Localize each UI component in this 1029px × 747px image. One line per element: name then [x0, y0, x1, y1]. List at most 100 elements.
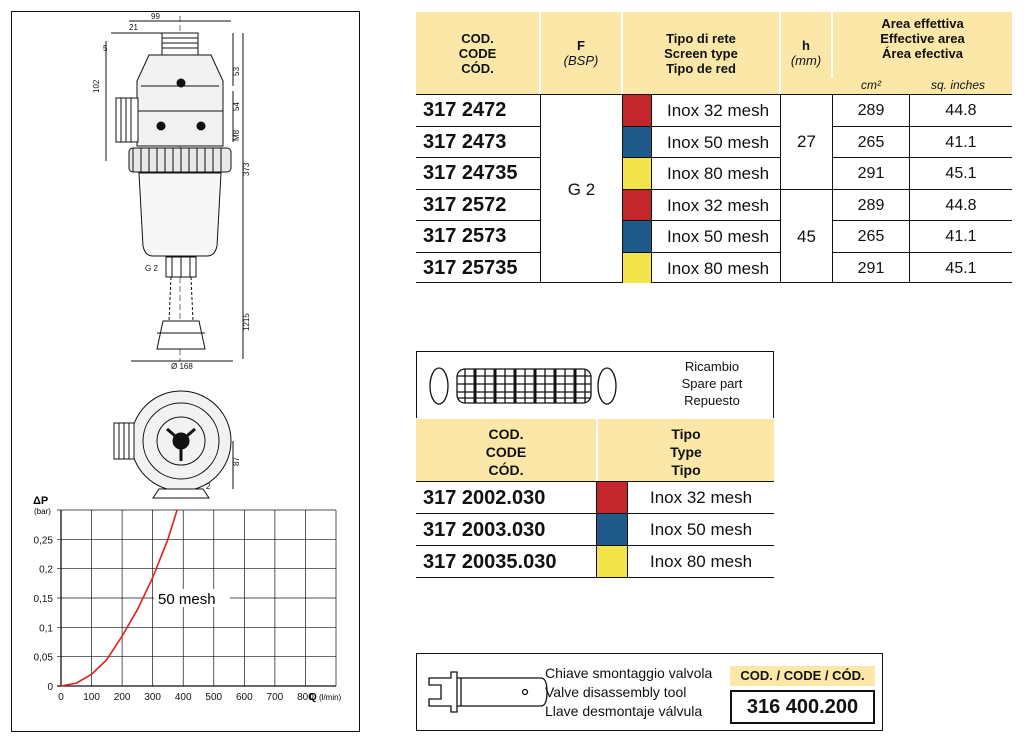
technical-drawing-panel	[11, 11, 360, 732]
row-screen-type: Inox 50 mesh	[652, 220, 780, 252]
row-area-cm2: 289	[832, 94, 909, 126]
dim-label-m8: M8	[232, 129, 241, 141]
chart-y-tick-label: 0,1	[39, 623, 53, 634]
row-screen-type: Inox 80 mesh	[652, 251, 780, 284]
chart-y-tick-label: 0,05	[34, 653, 54, 664]
dim-label-2: 2	[206, 482, 211, 491]
dim-label-99: 99	[151, 12, 160, 21]
row-code: 317 2473	[416, 125, 540, 158]
row-area-sqin: 45.1	[909, 251, 1012, 283]
f-thread-value: G 2	[540, 94, 622, 283]
row-color-swatch	[622, 220, 652, 252]
header-cm2: cm²	[861, 78, 881, 92]
chart-x-tick-label: 400	[175, 692, 192, 703]
chart-annotation-bg	[154, 589, 230, 607]
spare-row-code: 317 2003.030	[416, 513, 596, 545]
header-sq-inches: sq. inches	[931, 78, 986, 92]
chart-x-tick-label: 700	[267, 692, 284, 703]
tool-code: 316 400.200	[730, 690, 875, 724]
dim-label-1215: 1215	[242, 313, 251, 331]
dim-label-21: 21	[129, 23, 138, 32]
chart-y-tick-label: 0,15	[34, 594, 54, 605]
spare-row-code: 317 20035.030	[416, 545, 596, 577]
h-value: 45	[780, 188, 832, 283]
row-code: 317 2472	[416, 94, 540, 126]
spare-screen-cartridge-image	[429, 367, 617, 405]
dim-label-5: 5	[103, 44, 108, 53]
h-value: 27	[780, 94, 832, 189]
row-screen-type: Inox 50 mesh	[652, 125, 780, 158]
dim-label-53: 53	[232, 67, 241, 76]
chart-x-tick-label: 800	[297, 692, 314, 703]
filter-drawing: 99 21 5 102 53 54 M8 373 G 2 1215 Ø 168 …	[92, 12, 251, 499]
row-area-cm2: 265	[832, 220, 909, 252]
row-color-swatch	[622, 94, 652, 126]
spare-row-code: 317 2002.030	[416, 481, 596, 513]
header-h: h(mm)	[780, 12, 833, 94]
chart-x-tick-label: 600	[236, 692, 253, 703]
row-area-sqin: 41.1	[909, 220, 1012, 252]
chart-series-line	[60, 509, 178, 687]
row-area-sqin: 45.1	[909, 157, 1012, 189]
row-code: 317 2572	[416, 188, 540, 221]
chart-x-tick-label: 100	[83, 692, 100, 703]
spare-row-color-swatch	[596, 513, 628, 545]
spare-row-color-swatch	[596, 481, 628, 513]
row-color-swatch	[622, 157, 652, 189]
chart-x-label: Q	[309, 692, 317, 703]
row-color-swatch	[622, 251, 652, 283]
chart-y-unit: (bar)	[34, 507, 51, 516]
row-code: 317 2573	[416, 220, 540, 252]
chart-x-tick-label: 0	[58, 692, 64, 703]
chart-y-tick-label: 0,2	[39, 565, 53, 576]
row-code: 317 24735	[416, 157, 540, 189]
row-area-cm2: 291	[832, 251, 909, 283]
spare-row-color-swatch	[596, 545, 628, 577]
spare-row-type: Inox 50 mesh	[628, 513, 774, 545]
row-screen-type: Inox 80 mesh	[652, 157, 780, 189]
valve-tool-image	[428, 671, 548, 713]
chart-y-tick-label: 0	[47, 682, 53, 693]
dim-label-g2: G 2	[145, 264, 158, 273]
row-code: 317 25735	[416, 251, 540, 284]
row-area-sqin: 41.1	[909, 125, 1012, 157]
dim-label-168: Ø 168	[171, 362, 193, 371]
chart-y-tick-label: 0,25	[34, 535, 54, 546]
row-area-cm2: 289	[832, 188, 909, 220]
tool-code-label: COD. / CODE / CÓD.	[730, 666, 875, 686]
row-area-sqin: 44.8	[909, 188, 1012, 220]
chart-grid	[57, 509, 337, 687]
row-area-sqin: 44.8	[909, 94, 1012, 126]
dim-label-54: 54	[232, 102, 241, 111]
dim-label-373: 373	[242, 162, 251, 176]
row-area-cm2: 265	[832, 125, 909, 157]
chart-x-tick-label: 200	[114, 692, 131, 703]
row-screen-type: Inox 32 mesh	[652, 94, 780, 126]
spare-row-type: Inox 32 mesh	[628, 481, 774, 513]
chart-y-label: ΔP	[33, 495, 48, 507]
area-subheader: cm² sq. inches	[831, 78, 1012, 94]
dim-label-87: 87	[232, 457, 241, 466]
row-color-swatch	[622, 125, 652, 157]
row-color-swatch	[622, 188, 652, 220]
header-f: F(BSP)	[540, 12, 623, 94]
chart-x-tick-label: 500	[205, 692, 222, 703]
dim-label-102: 102	[92, 79, 101, 93]
chart-x-unit: (l/min)	[319, 693, 342, 702]
spare-row-type: Inox 80 mesh	[628, 545, 774, 577]
row-screen-type: Inox 32 mesh	[652, 188, 780, 221]
filter-top-view	[113, 390, 234, 499]
